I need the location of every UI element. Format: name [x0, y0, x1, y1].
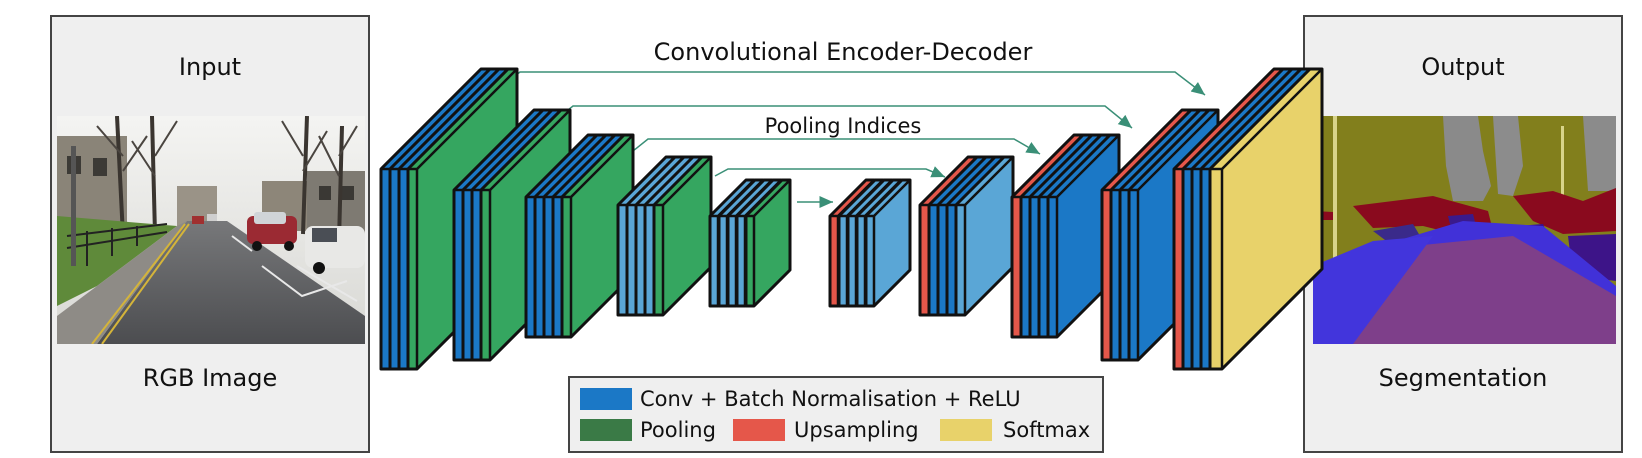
output-panel: Output Segmentation — [1303, 15, 1623, 453]
legend-swatch-softmax — [940, 419, 992, 441]
decoder-block-1-layer-5 — [864, 178, 912, 308]
decoder-block-5-layer-5 — [1208, 67, 1324, 371]
output-caption: Segmentation — [1378, 364, 1548, 392]
input-rgb-image — [57, 116, 365, 344]
legend-swatch-upsampling — [733, 419, 785, 441]
legend-label-pooling: Pooling — [640, 418, 716, 442]
legend-label-upsampling: Upsampling — [794, 418, 919, 442]
legend-swatch-pooling — [580, 419, 632, 441]
skip-arrow-1 — [487, 71, 1206, 98]
diagram-title: Convolutional Encoder-Decoder — [654, 38, 1033, 66]
output-title: Output — [1421, 53, 1505, 81]
legend-swatch-conv — [580, 388, 632, 410]
input-panel: Input — [50, 15, 370, 453]
output-segmentation-image — [1313, 116, 1616, 344]
legend-label-conv: Conv + Batch Normalisation + ReLU — [640, 387, 1021, 411]
encoder-block-5-layer-5 — [744, 178, 792, 308]
input-title: Input — [178, 53, 242, 81]
input-caption: RGB Image — [142, 364, 278, 392]
legend-label-softmax: Softmax — [1003, 418, 1091, 442]
skip-arrow-4 — [714, 166, 946, 178]
legend: Conv + Batch Normalisation + ReLU Poolin… — [568, 376, 1104, 453]
encoder-block-3-layer-5 — [560, 133, 635, 339]
pooling-indices-label: Pooling Indices — [765, 114, 922, 138]
skip-arrow-3 — [627, 138, 1041, 156]
